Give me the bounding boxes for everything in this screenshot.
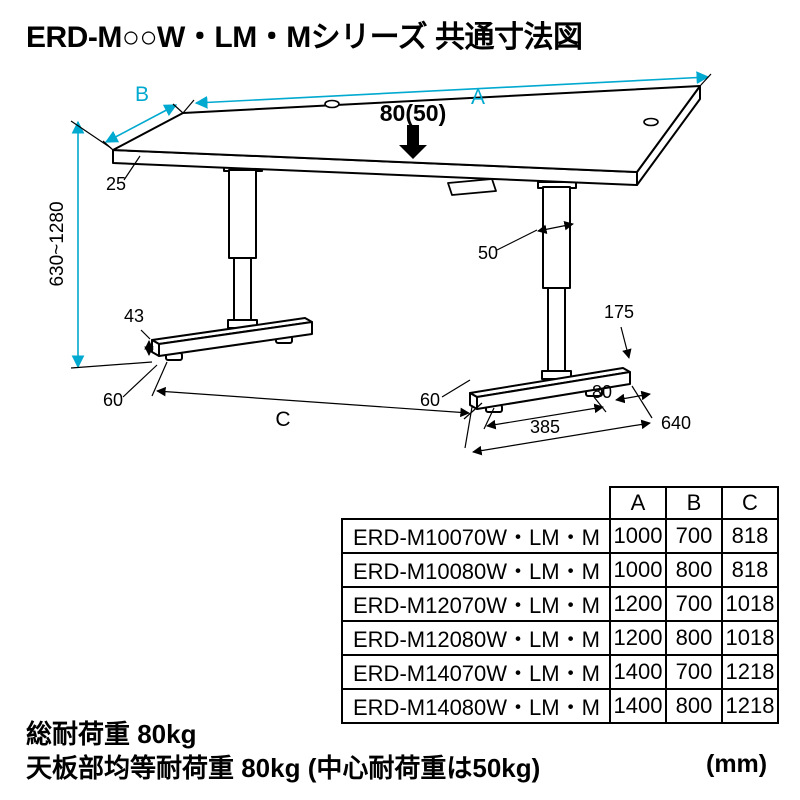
page-title: ERD-M○○W・LM・Mシリーズ 共通寸法図	[26, 21, 583, 54]
dim-c-cell: 818	[721, 552, 779, 588]
col-header-a: A	[609, 486, 667, 520]
dim-a-cell: 1200	[609, 586, 667, 622]
leader-line-foot-175	[620, 326, 632, 359]
col-header-b: B	[665, 486, 723, 520]
extension-line	[70, 361, 153, 369]
extension-line	[182, 99, 195, 114]
label-foot-front-height: 43	[124, 306, 144, 326]
dim-b-cell: 700	[665, 518, 723, 554]
extension-line	[464, 406, 473, 449]
left-leg-column-upper	[228, 169, 257, 259]
extension-line	[699, 73, 712, 87]
dim-a-cell: 1200	[609, 620, 667, 656]
dim-a-cell: 1400	[609, 654, 667, 690]
desk-drawing	[112, 85, 701, 413]
dim-b-cell: 800	[665, 552, 723, 588]
leader-line-offset-60-left	[122, 364, 158, 398]
grommet-hole-right	[643, 117, 659, 127]
dimensions-table: A B C ERD-M10070W・LM・M 1000 700 818 ERD-…	[341, 486, 779, 724]
dim-line-a	[194, 71, 710, 109]
label-foot-length: 640	[661, 413, 691, 433]
right-foot-end-cap	[469, 392, 478, 410]
leader-line-foot-43	[140, 329, 151, 340]
dim-c-cell: 1018	[721, 620, 779, 656]
label-foot-front-offset-right: 60	[420, 390, 440, 410]
dim-c-cell: 818	[721, 518, 779, 554]
label-glide-pitch: 385	[530, 417, 560, 437]
extension-line	[631, 385, 653, 419]
grommet-hole-left	[324, 99, 340, 109]
dim-line-80	[615, 390, 651, 404]
dim-c-cell: 1218	[721, 688, 779, 724]
dim-c-cell: 1018	[721, 586, 779, 622]
leader-line-offset-60-right	[441, 379, 471, 398]
table-header-row: A B C	[342, 486, 779, 520]
dim-a-cell: 1000	[609, 552, 667, 588]
dim-b-cell: 700	[665, 586, 723, 622]
table-row: ERD-M14080W・LM・M 1400 800 1218	[341, 688, 779, 724]
left-foot-end-cap	[151, 339, 160, 357]
dim-line-c	[156, 386, 470, 418]
extension-line	[70, 120, 112, 149]
right-leg-column-upper	[542, 186, 571, 289]
label-foot-rear-offset: 80	[592, 382, 612, 402]
leader-line-column-50	[496, 229, 538, 251]
dim-b-cell: 700	[665, 654, 723, 690]
model-cell: ERD-M12070W・LM・M	[341, 586, 611, 622]
cyan-dimension-lines	[71, 71, 710, 369]
leader-line-thickness-25	[123, 155, 141, 181]
model-cell: ERD-M10080W・LM・M	[341, 552, 611, 588]
label-top-thickness: 25	[106, 174, 126, 194]
model-cell: ERD-M14080W・LM・M	[341, 688, 611, 724]
model-cell: ERD-M12080W・LM・M	[341, 620, 611, 656]
load-arrow-shaft	[407, 125, 419, 145]
label-span-c: C	[275, 408, 290, 431]
dim-a-cell: 1000	[609, 518, 667, 554]
col-header-c: C	[721, 486, 779, 520]
dim-line-640	[472, 419, 651, 456]
label-height-range: 630~1280	[47, 201, 68, 286]
label-foot-front-offset-left: 60	[103, 390, 123, 410]
table-row: ERD-M12070W・LM・M 1200 700 1018	[341, 586, 779, 622]
label-depth-b: B	[135, 83, 149, 106]
extension-line	[151, 361, 168, 397]
note-total-load: 総耐荷重 80kg	[26, 719, 197, 749]
load-arrow-head	[399, 145, 427, 159]
load-arrow	[399, 125, 427, 159]
right-leg-column-lower	[547, 287, 566, 374]
dim-b-cell: 800	[665, 620, 723, 656]
extension-line	[172, 103, 184, 114]
label-load-point: 80(50)	[380, 100, 446, 126]
dim-c-cell: 1218	[721, 654, 779, 690]
table-row: ERD-M14070W・LM・M 1400 700 1218	[341, 654, 779, 690]
unit-label: (mm)	[706, 750, 768, 778]
dim-a-cell: 1400	[609, 688, 667, 724]
table-row: ERD-M12080W・LM・M 1200 800 1018	[341, 620, 779, 656]
model-cell: ERD-M10070W・LM・M	[341, 518, 611, 554]
label-foot-rear-height: 175	[604, 302, 634, 322]
table-corner-cell	[342, 487, 610, 519]
table-row: ERD-M10070W・LM・M 1000 700 818	[341, 518, 779, 554]
dim-line-column-50	[537, 220, 574, 235]
label-width-a: A	[471, 86, 485, 109]
black-dimension-lines	[70, 73, 712, 456]
dim-line-b	[104, 104, 178, 143]
note-even-load: 天板部均等耐荷重 80kg (中心耐荷重は50kg)	[26, 753, 541, 783]
label-column-width: 50	[478, 243, 498, 263]
table-row: ERD-M10080W・LM・M 1000 800 818	[341, 552, 779, 588]
height-controller	[447, 178, 497, 196]
dim-b-cell: 800	[665, 688, 723, 724]
model-cell: ERD-M14070W・LM・M	[341, 654, 611, 690]
dimension-labels: A B C 80(50) 25 630~1280 50 43 175 60 60…	[47, 83, 691, 437]
left-leg-column-lower	[233, 257, 252, 323]
